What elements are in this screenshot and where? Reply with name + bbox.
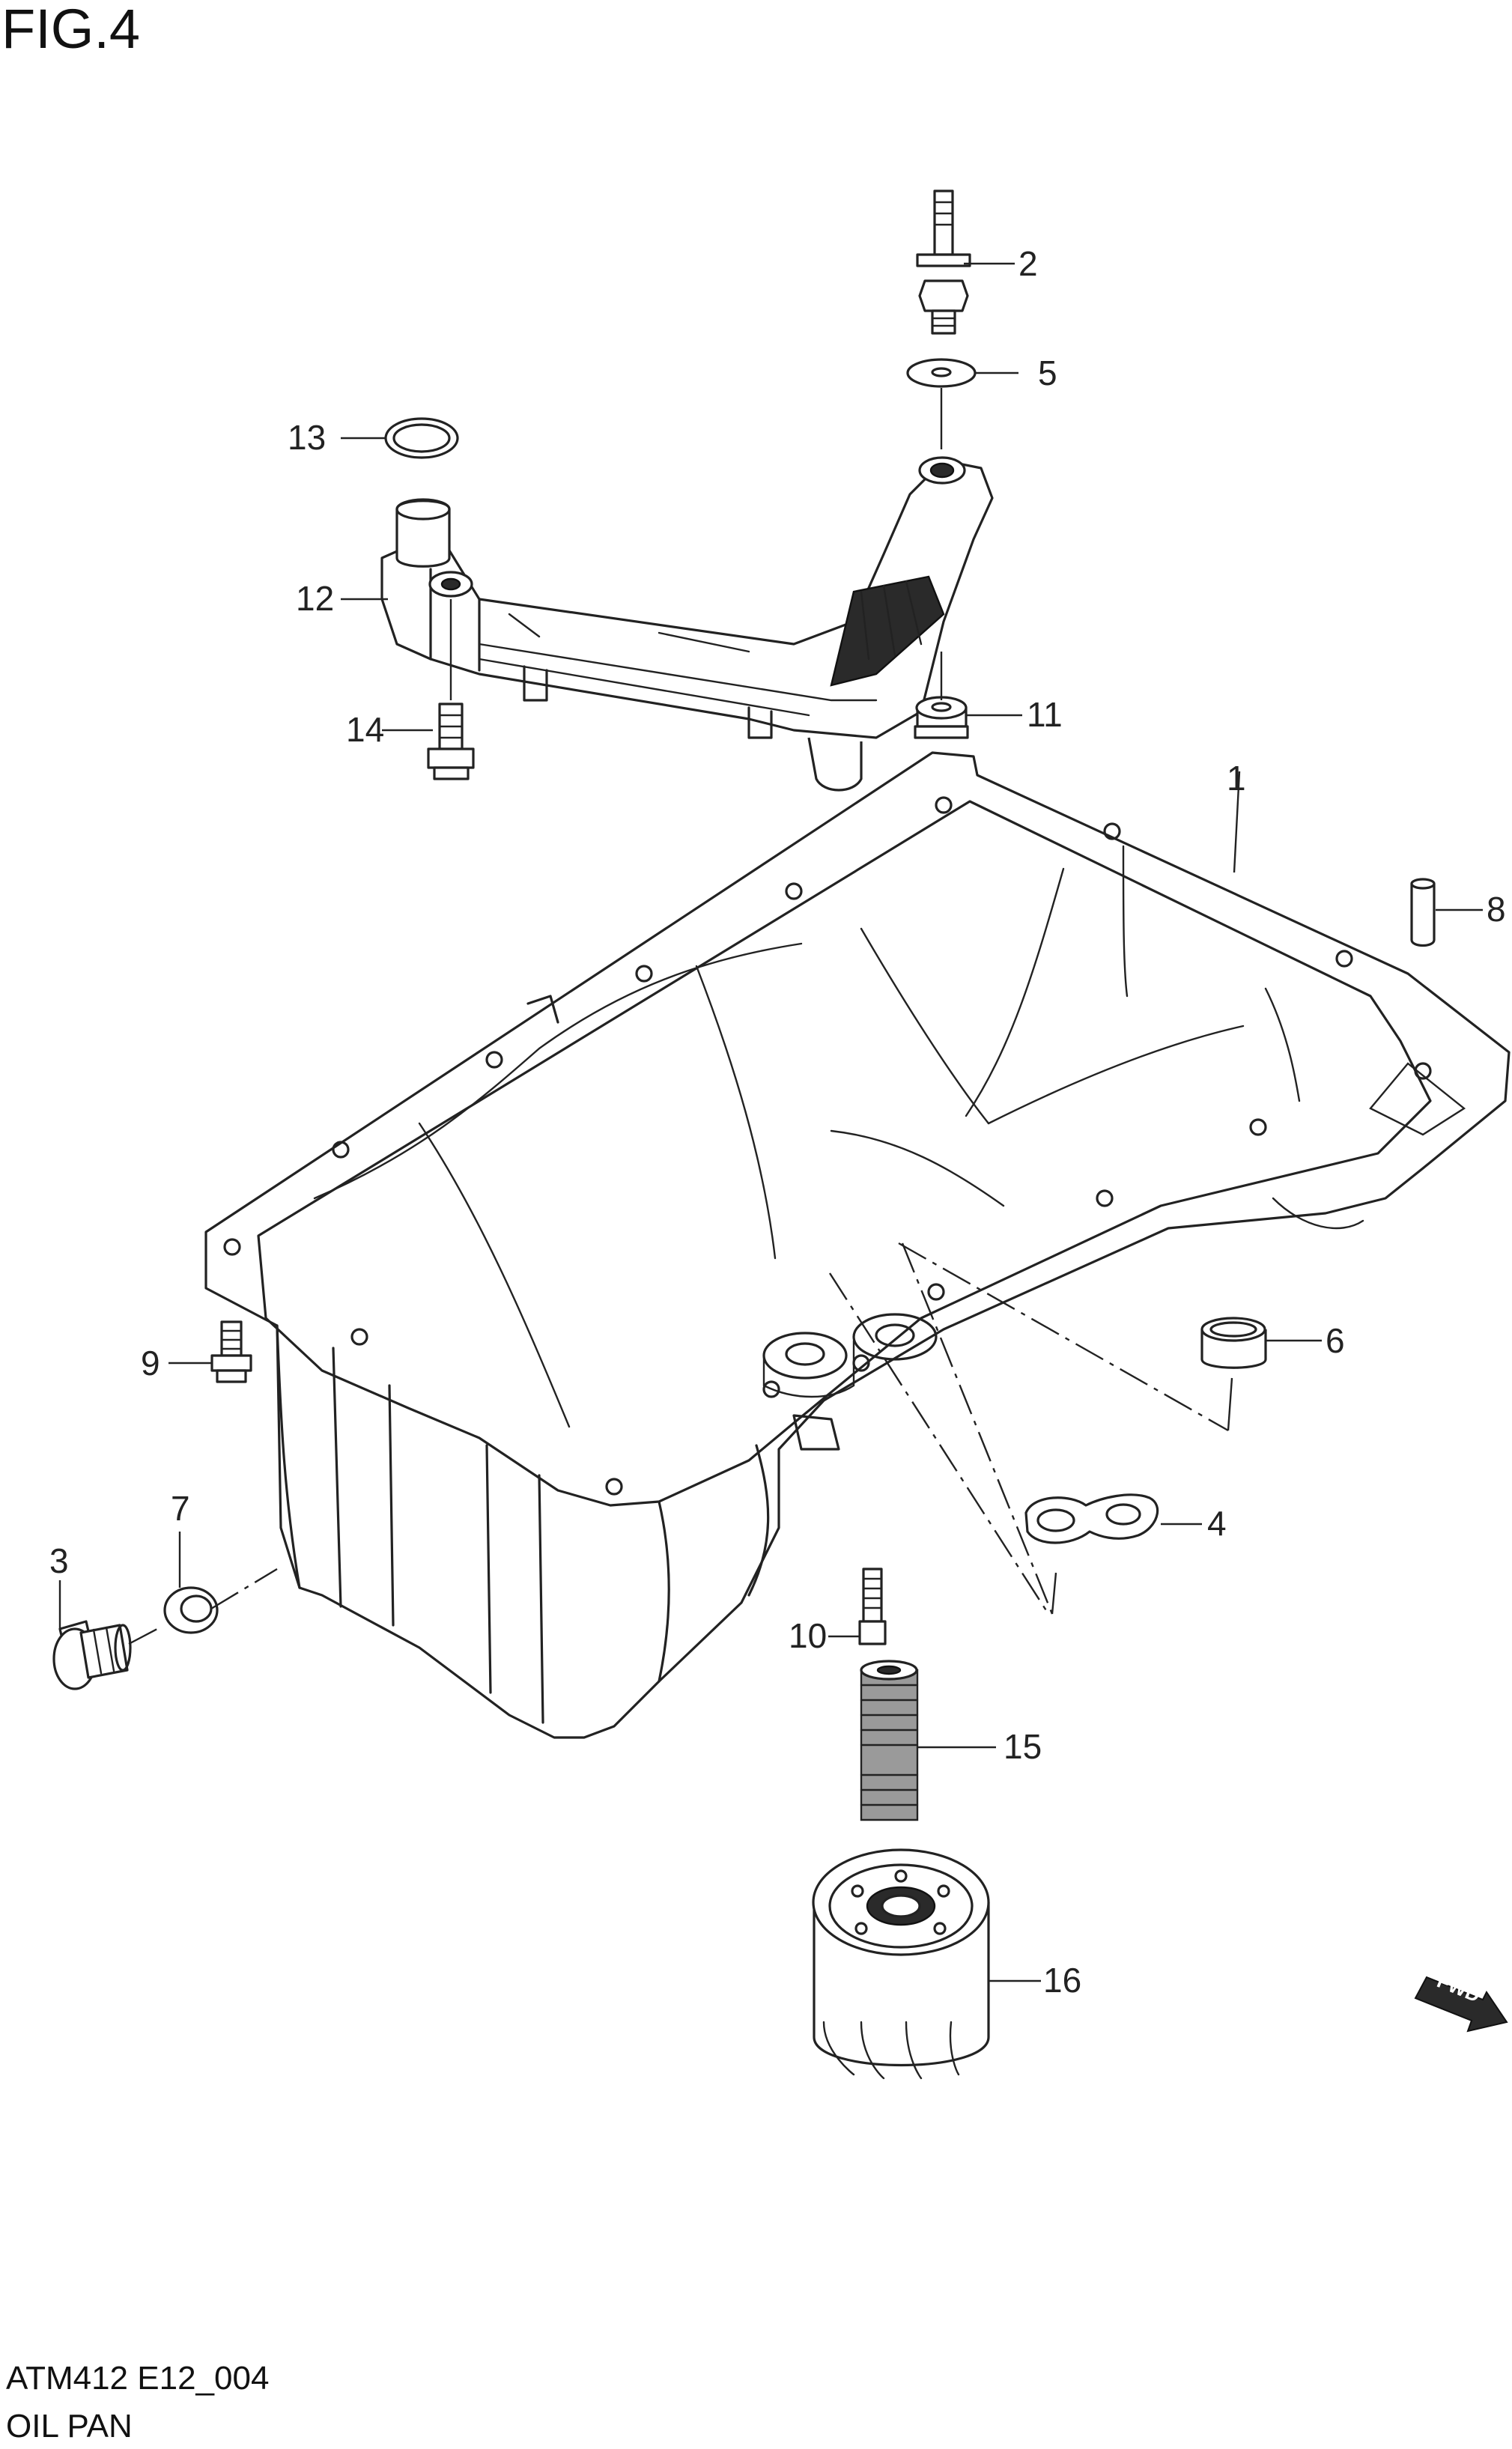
part-16-oil-filter[interactable] [812,1848,990,2080]
callout-14: 14 [346,710,384,749]
part-8-dowel-pin[interactable] [1410,878,1436,947]
part-9-bolt[interactable] [210,1320,252,1383]
callout-1: 1 [1227,759,1246,798]
callout-8: 8 [1487,890,1506,929]
leader-lines [58,262,1483,1982]
callout-16: 16 [1043,1961,1081,2000]
callout-13: 13 [288,418,326,457]
callout-3: 3 [49,1541,69,1580]
diagram-name: OIL PAN [6,2408,133,2445]
part-11-nut[interactable] [914,696,969,739]
callout-5: 5 [1038,353,1057,392]
part-5-washer[interactable] [906,358,977,388]
callout-7: 7 [171,1489,190,1528]
callout-6: 6 [1326,1321,1345,1360]
part-7-gasket[interactable] [163,1586,219,1634]
callout-11: 11 [1027,695,1063,734]
part-4-gasket[interactable] [1024,1493,1159,1544]
fwd-arrow-icon: FWD [1414,1969,1508,2033]
part-14-bolt[interactable] [427,702,475,780]
figure-title: FIG.4 [1,0,141,60]
callout-labels: 2 5 13 12 14 11 1 8 6 4 9 7 3 10 15 16 [49,244,1506,2000]
diagram-code: ATM412 E12_004 [6,2360,270,2397]
part-1-oil-pan[interactable] [204,751,1511,1739]
callout-4: 4 [1207,1504,1227,1543]
part-10-bolt[interactable] [858,1568,887,1645]
callout-9: 9 [141,1344,160,1383]
part-15-union-bolt[interactable] [860,1660,919,1821]
part-2-stud-bolt[interactable] [916,189,971,335]
callout-2: 2 [1018,244,1038,283]
callout-12: 12 [296,579,334,618]
callout-10: 10 [789,1616,827,1655]
part-3-drain-plug[interactable] [52,1620,132,1690]
part-6-sleeve[interactable] [1200,1317,1267,1369]
callout-15: 15 [1004,1727,1042,1766]
part-12-oil-strainer[interactable] [380,456,994,792]
part-13-o-ring[interactable] [384,417,459,459]
